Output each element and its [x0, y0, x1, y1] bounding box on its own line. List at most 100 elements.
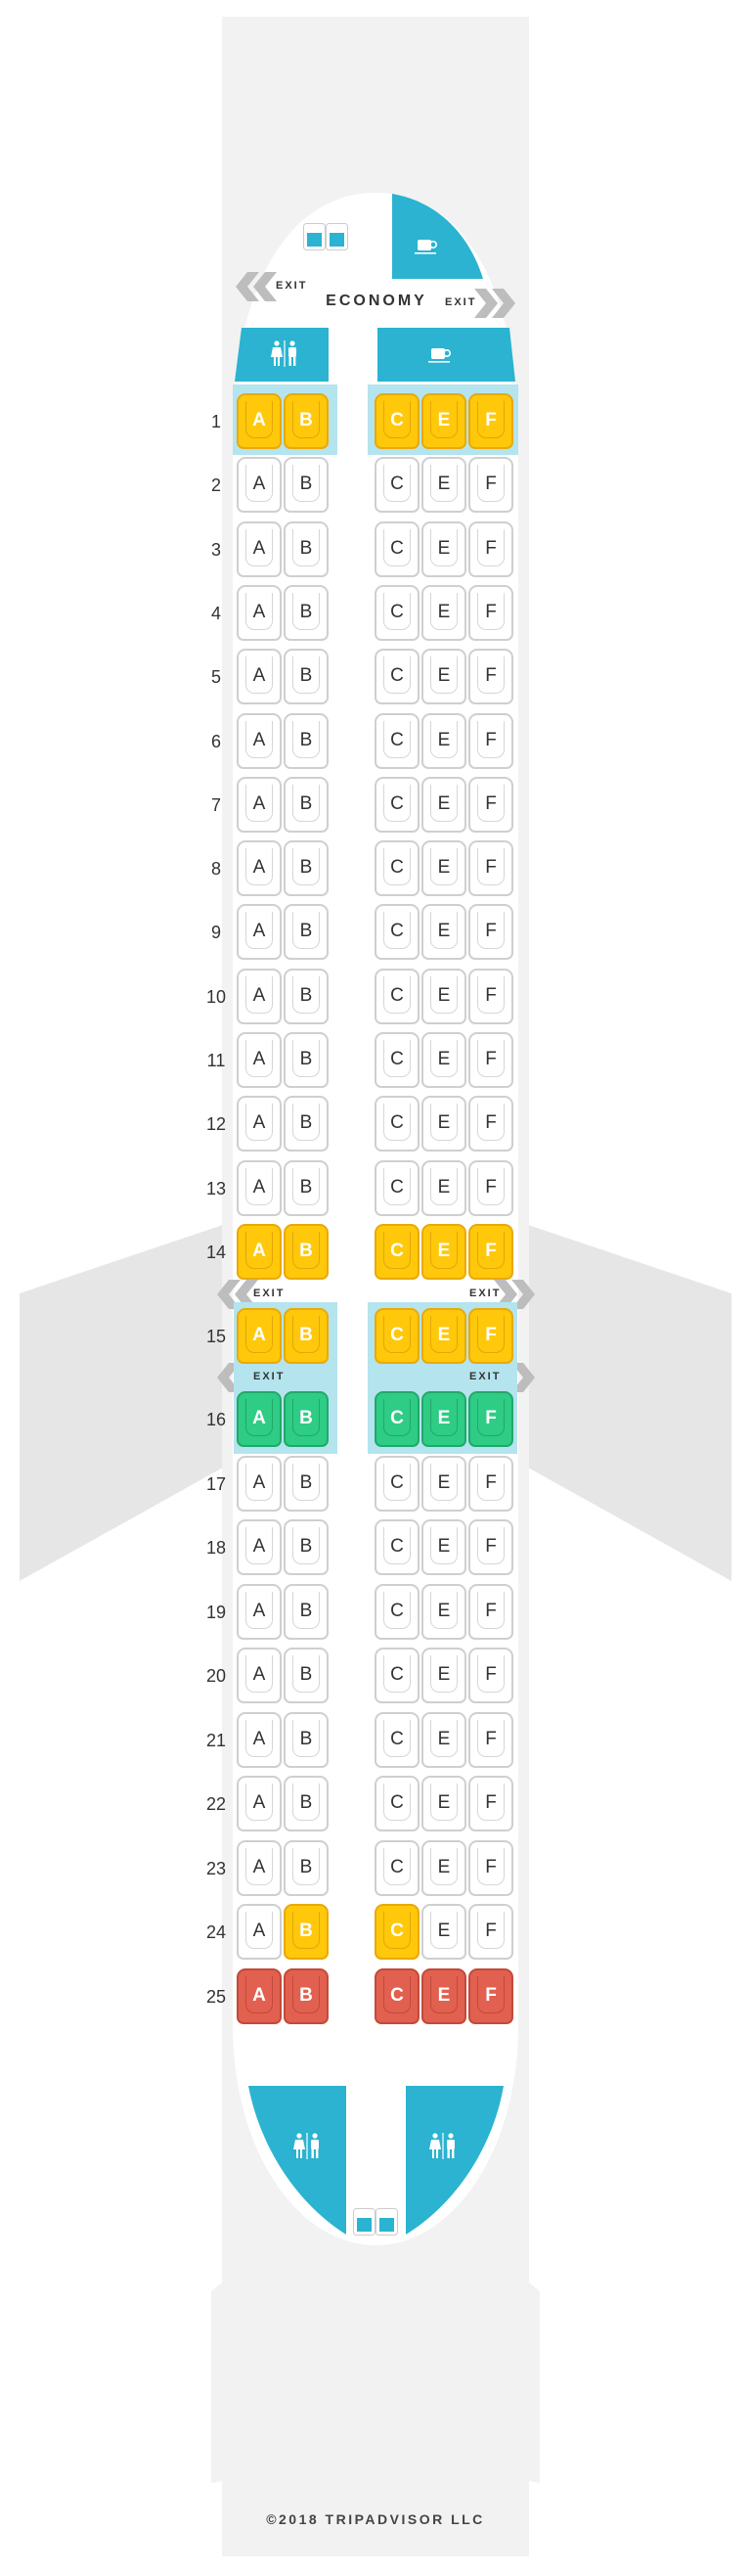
seat-13F[interactable]: F	[468, 1159, 513, 1216]
seat-2B[interactable]: B	[284, 457, 329, 514]
seat-18A[interactable]: A	[237, 1519, 282, 1575]
seat-6B[interactable]: B	[284, 712, 329, 769]
seat-17A[interactable]: A	[237, 1455, 282, 1512]
seat-4A[interactable]: A	[237, 584, 282, 641]
seat-6F[interactable]: F	[468, 712, 513, 769]
seat-24A[interactable]: A	[237, 1904, 282, 1960]
seat-10E[interactable]: E	[421, 968, 466, 1024]
seat-14B[interactable]: B	[284, 1224, 329, 1280]
seat-16E[interactable]: E	[421, 1391, 466, 1447]
seat-23C[interactable]: C	[375, 1839, 420, 1896]
seat-14E[interactable]: E	[421, 1224, 466, 1280]
seat-9F[interactable]: F	[468, 904, 513, 961]
seat-3E[interactable]: E	[421, 520, 466, 577]
seat-1A[interactable]: A	[237, 393, 282, 449]
seat-6E[interactable]: E	[421, 712, 466, 769]
seat-13B[interactable]: B	[284, 1159, 329, 1216]
seat-2A[interactable]: A	[237, 457, 282, 514]
seat-2F[interactable]: F	[468, 457, 513, 514]
seat-2C[interactable]: C	[375, 457, 420, 514]
seat-22F[interactable]: F	[468, 1776, 513, 1831]
seat-21F[interactable]: F	[468, 1711, 513, 1768]
seat-21E[interactable]: E	[421, 1711, 466, 1768]
seat-4E[interactable]: E	[421, 584, 466, 641]
seat-18E[interactable]: E	[421, 1519, 466, 1575]
seat-22C[interactable]: C	[375, 1776, 420, 1831]
seat-25F[interactable]: F	[468, 1967, 513, 2024]
seat-5B[interactable]: B	[284, 649, 329, 705]
seat-13A[interactable]: A	[237, 1159, 282, 1216]
seat-20C[interactable]: C	[375, 1648, 420, 1703]
seat-11E[interactable]: E	[421, 1032, 466, 1088]
seat-9A[interactable]: A	[237, 904, 282, 961]
seat-10F[interactable]: F	[468, 968, 513, 1024]
seat-23E[interactable]: E	[421, 1839, 466, 1896]
seat-12C[interactable]: C	[375, 1096, 420, 1152]
seat-14A[interactable]: A	[237, 1224, 282, 1280]
seat-19F[interactable]: F	[468, 1583, 513, 1640]
seat-16C[interactable]: C	[375, 1391, 420, 1447]
seat-12F[interactable]: F	[468, 1096, 513, 1152]
seat-8F[interactable]: F	[468, 840, 513, 897]
seat-20F[interactable]: F	[468, 1648, 513, 1703]
seat-12E[interactable]: E	[421, 1096, 466, 1152]
seat-7A[interactable]: A	[237, 776, 282, 833]
seat-5A[interactable]: A	[237, 649, 282, 705]
seat-17B[interactable]: B	[284, 1455, 329, 1512]
seat-13E[interactable]: E	[421, 1159, 466, 1216]
seat-3A[interactable]: A	[237, 520, 282, 577]
seat-16B[interactable]: B	[284, 1391, 329, 1447]
seat-3B[interactable]: B	[284, 520, 329, 577]
seat-23F[interactable]: F	[468, 1839, 513, 1896]
seat-11F[interactable]: F	[468, 1032, 513, 1088]
seat-25B[interactable]: B	[284, 1967, 329, 2024]
seat-15A[interactable]: A	[237, 1308, 282, 1364]
seat-15B[interactable]: B	[284, 1308, 329, 1364]
seat-7C[interactable]: C	[375, 776, 420, 833]
seat-3F[interactable]: F	[468, 520, 513, 577]
seat-16F[interactable]: F	[468, 1391, 513, 1447]
seat-25E[interactable]: E	[421, 1967, 466, 2024]
seat-7B[interactable]: B	[284, 776, 329, 833]
seat-1E[interactable]: E	[421, 393, 466, 449]
seat-12A[interactable]: A	[237, 1096, 282, 1152]
seat-23B[interactable]: B	[284, 1839, 329, 1896]
seat-10A[interactable]: A	[237, 968, 282, 1024]
seat-9E[interactable]: E	[421, 904, 466, 961]
seat-4C[interactable]: C	[375, 584, 420, 641]
seat-20E[interactable]: E	[421, 1648, 466, 1703]
seat-19C[interactable]: C	[375, 1583, 420, 1640]
seat-24F[interactable]: F	[468, 1904, 513, 1960]
seat-25C[interactable]: C	[375, 1967, 420, 2024]
seat-24E[interactable]: E	[421, 1904, 466, 1960]
seat-18C[interactable]: C	[375, 1519, 420, 1575]
seat-15C[interactable]: C	[375, 1308, 420, 1364]
seat-3C[interactable]: C	[375, 520, 420, 577]
seat-10B[interactable]: B	[284, 968, 329, 1024]
seat-1C[interactable]: C	[375, 393, 420, 449]
seat-8E[interactable]: E	[421, 840, 466, 897]
seat-8A[interactable]: A	[237, 840, 282, 897]
seat-12B[interactable]: B	[284, 1096, 329, 1152]
seat-4F[interactable]: F	[468, 584, 513, 641]
seat-6A[interactable]: A	[237, 712, 282, 769]
seat-11B[interactable]: B	[284, 1032, 329, 1088]
seat-11A[interactable]: A	[237, 1032, 282, 1088]
seat-19E[interactable]: E	[421, 1583, 466, 1640]
seat-7F[interactable]: F	[468, 776, 513, 833]
seat-25A[interactable]: A	[237, 1967, 282, 2024]
seat-6C[interactable]: C	[375, 712, 420, 769]
seat-17E[interactable]: E	[421, 1455, 466, 1512]
seat-5E[interactable]: E	[421, 649, 466, 705]
seat-11C[interactable]: C	[375, 1032, 420, 1088]
seat-13C[interactable]: C	[375, 1159, 420, 1216]
seat-14F[interactable]: F	[468, 1224, 513, 1280]
seat-4B[interactable]: B	[284, 584, 329, 641]
seat-23A[interactable]: A	[237, 1839, 282, 1896]
seat-24B[interactable]: B	[284, 1904, 329, 1960]
seat-22B[interactable]: B	[284, 1776, 329, 1831]
seat-9C[interactable]: C	[375, 904, 420, 961]
seat-22E[interactable]: E	[421, 1776, 466, 1831]
seat-22A[interactable]: A	[237, 1776, 282, 1831]
seat-21B[interactable]: B	[284, 1711, 329, 1768]
